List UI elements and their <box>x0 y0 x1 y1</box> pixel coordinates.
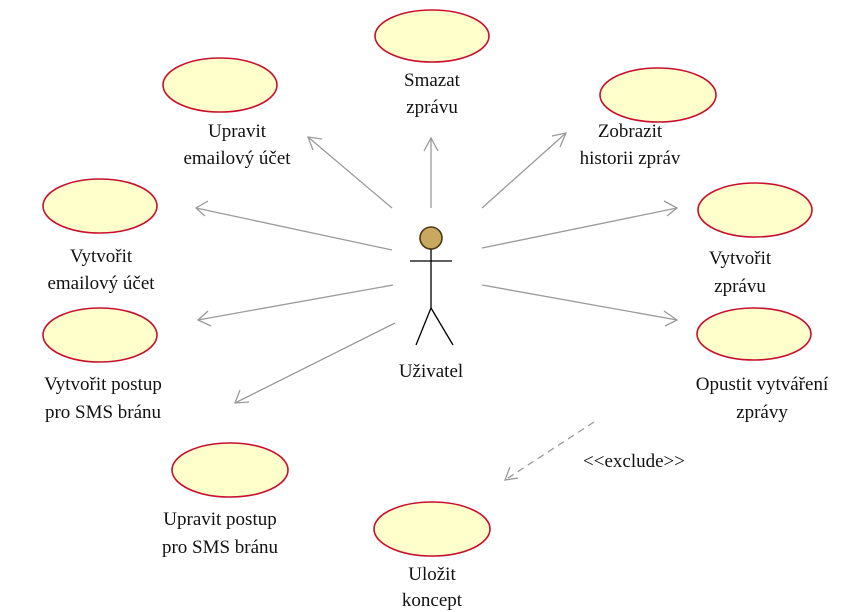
label-upravit-ucet-line1: Upravit <box>208 121 267 142</box>
use-case-upravit-postup[interactable] <box>171 442 289 498</box>
label-opustit-line2: zprávy <box>736 402 788 423</box>
label-smazat-line2: zprávu <box>406 97 458 118</box>
use-case-smazat-zpravu[interactable] <box>374 9 490 63</box>
label-vytvorit-postup-line2: pro SMS bránu <box>45 402 162 423</box>
use-case-upravit-ucet[interactable] <box>162 57 278 113</box>
label-zobrazit-line2: historii zpráv <box>580 148 681 169</box>
label-vytvorit-zpravu-line1: Vytvořit <box>709 248 772 269</box>
label-upravit-postup-line1: Upravit postup <box>163 509 276 530</box>
label-vytvorit-zpravu-line2: zprávu <box>714 276 766 297</box>
exclude-dependency <box>503 421 595 481</box>
actor-leg-right <box>430 307 454 346</box>
association-to-vytvorit-zpravu <box>481 200 679 249</box>
association-to-smazat <box>423 136 439 208</box>
use-case-vytvorit-postup[interactable] <box>42 307 158 363</box>
association-to-vytvorit-ucet <box>194 200 393 251</box>
use-case-vytvorit-ucet[interactable] <box>42 178 158 234</box>
association-to-zobrazit <box>481 132 568 209</box>
exclude-stereotype-label: <<exclude>> <box>583 451 685 472</box>
association-to-vytvorit-postup <box>196 284 394 327</box>
actor-name: Uživatel <box>399 361 463 382</box>
association-to-opustit <box>481 284 679 327</box>
label-vytvorit-postup-line1: Vytvořit postup <box>44 374 162 395</box>
actor-leg-left <box>415 307 432 346</box>
label-upravit-postup-line2: pro SMS bránu <box>162 537 279 558</box>
actor-head-icon <box>419 226 443 250</box>
label-zobrazit-line1: Zobrazit <box>598 121 663 142</box>
association-to-upravit-ucet <box>306 136 393 209</box>
label-opustit-line1: Opustit vytváření <box>696 374 829 395</box>
label-smazat-line1: Smazat <box>404 70 461 91</box>
use-case-zobrazit-historii[interactable] <box>599 67 717 123</box>
use-case-ulozit-koncept[interactable] <box>373 501 491 557</box>
label-vytvorit-ucet-line1: Vytvořit <box>70 246 133 267</box>
label-ulozit-line2: koncept <box>402 590 463 611</box>
label-upravit-ucet-line2: emailový účet <box>183 148 291 169</box>
label-ulozit-line1: Uložit <box>408 564 456 585</box>
actor-uzivatel[interactable] <box>410 226 454 346</box>
use-case-vytvorit-zpravu[interactable] <box>697 182 813 238</box>
label-vytvorit-ucet-line2: emailový účet <box>47 273 155 294</box>
association-to-upravit-postup <box>234 322 396 404</box>
use-case-opustit-vytvareni[interactable] <box>696 307 812 361</box>
